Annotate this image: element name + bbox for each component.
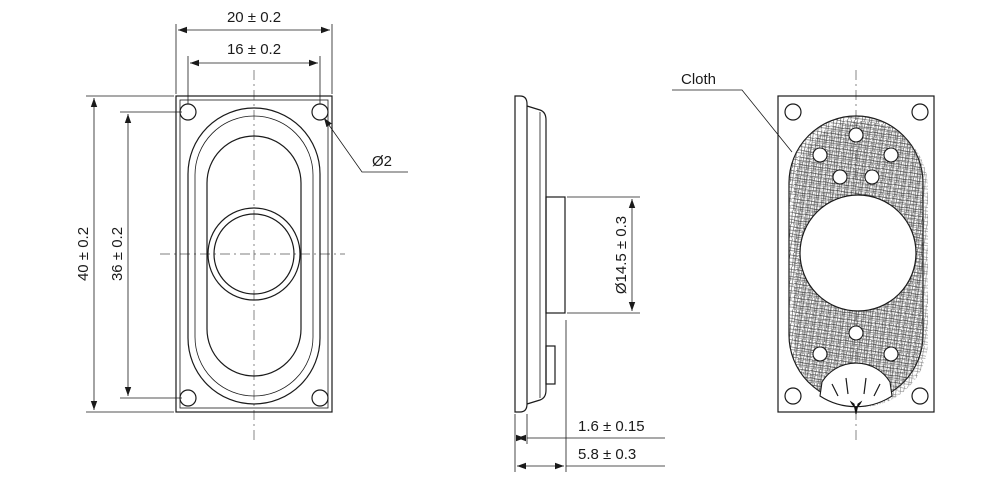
overall-width-label: 20 ± 0.2 (227, 9, 281, 26)
side-magnet (545, 196, 566, 314)
front-oval-outer (187, 107, 321, 405)
back-hole-top-right (911, 103, 929, 121)
magnet-diameter-label: Ø14.5 ± 0.3 (613, 216, 630, 294)
hole-spacing-height-label: 36 ± 0.2 (109, 227, 126, 281)
total-depth-label: 5.8 ± 0.3 (578, 446, 636, 463)
front-dust-cap-inner (213, 213, 295, 295)
front-oval-cone (206, 135, 302, 377)
front-frame (175, 95, 333, 413)
side-terminal (545, 345, 556, 385)
front-dust-cap-outer (207, 207, 301, 301)
front-view: 20 ± 0.2 16 ± 0.2 40 ± 0.2 36 ± 0.2 Ø2 (75, 9, 408, 440)
front-oval-surround (194, 115, 314, 397)
back-vent-holes (812, 127, 899, 362)
back-terminal-wire (849, 400, 863, 415)
cloth-label: Cloth (681, 71, 716, 88)
front-hole-top-right (311, 103, 329, 121)
front-hole-bottom-left (179, 389, 197, 407)
hole-diameter-label: Ø2 (372, 153, 392, 170)
back-view: Cloth (672, 70, 935, 440)
front-frame-inner (179, 99, 329, 409)
cloth-leader (672, 89, 793, 153)
overall-height-label: 40 ± 0.2 (75, 227, 92, 281)
front-hole-top-left (179, 103, 197, 121)
hole-spacing-width-label: 16 ± 0.2 (227, 41, 281, 58)
back-hole-top-left (784, 103, 802, 121)
hole-diameter-leader (323, 117, 408, 173)
side-frame-plate (514, 95, 528, 413)
side-view: Ø14.5 ± 0.3 1.6 ± 0.15 5.8 ± 0.3 (514, 95, 665, 472)
frame-thickness-label: 1.6 ± 0.15 (578, 418, 645, 435)
side-basket (526, 105, 547, 405)
back-magnet (799, 194, 917, 312)
back-hole-bottom-left (784, 387, 802, 405)
back-hole-bottom-right (911, 387, 929, 405)
front-hole-bottom-right (311, 389, 329, 407)
